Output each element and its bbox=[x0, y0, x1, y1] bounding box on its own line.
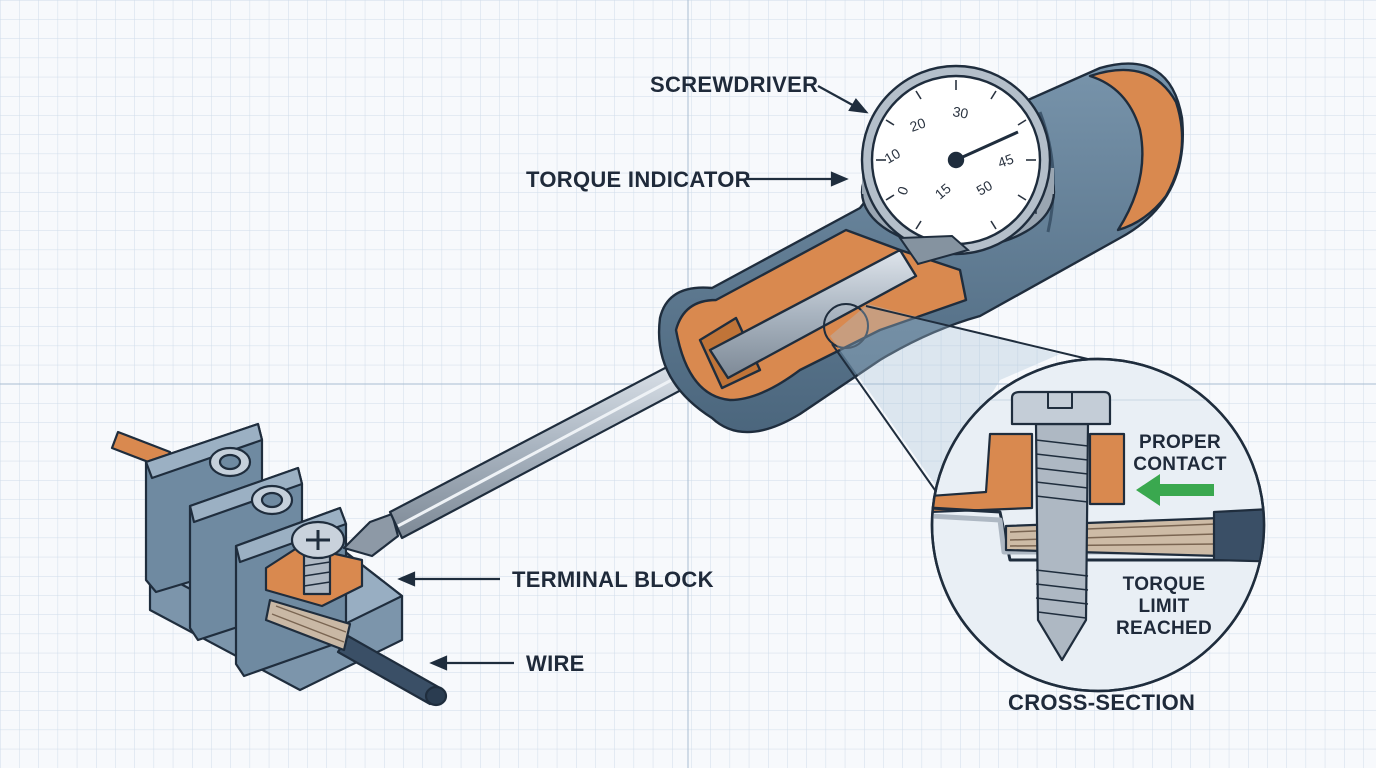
gauge-needle bbox=[955, 130, 1019, 162]
green-arrow-icon bbox=[1136, 474, 1214, 506]
label-wire: WIRE bbox=[526, 651, 585, 676]
gauge-tick-label: 30 bbox=[951, 103, 969, 121]
label-screwdriver: SCREWDRIVER bbox=[650, 72, 818, 97]
gauge-tick-label: 20 bbox=[908, 114, 928, 134]
wire-strands bbox=[264, 598, 352, 652]
label-proper-contact-line2: CONTACT bbox=[1133, 454, 1227, 475]
cross-section-callout bbox=[830, 304, 1266, 693]
label-torque-indicator: TORQUE INDICATOR bbox=[526, 167, 751, 192]
gauge-tick-label: 10 bbox=[882, 145, 904, 167]
terminal-block bbox=[110, 422, 448, 707]
detail-focus-circle bbox=[823, 303, 869, 349]
gauge-tick-label: 50 bbox=[974, 177, 996, 199]
torque-gauge: 0 10 20 30 45 50 15 bbox=[860, 64, 1056, 266]
label-proper-contact-line1: PROPER bbox=[1139, 432, 1221, 453]
leader-arrows bbox=[397, 85, 869, 671]
lens-projection bbox=[830, 304, 1090, 486]
label-terminal-block: TERMINAL BLOCK bbox=[512, 567, 714, 592]
label-cross-section: CROSS-SECTION bbox=[1008, 690, 1195, 715]
lens-wire-insulation bbox=[1212, 506, 1264, 564]
gauge-tick-label: 45 bbox=[996, 150, 1016, 170]
handle-end-cap bbox=[1088, 68, 1184, 232]
label-torque-limit-line1: TORQUE bbox=[1123, 574, 1206, 595]
label-torque-limit-line3: REACHED bbox=[1116, 618, 1212, 639]
label-torque-limit-line2: LIMIT bbox=[1138, 596, 1189, 617]
